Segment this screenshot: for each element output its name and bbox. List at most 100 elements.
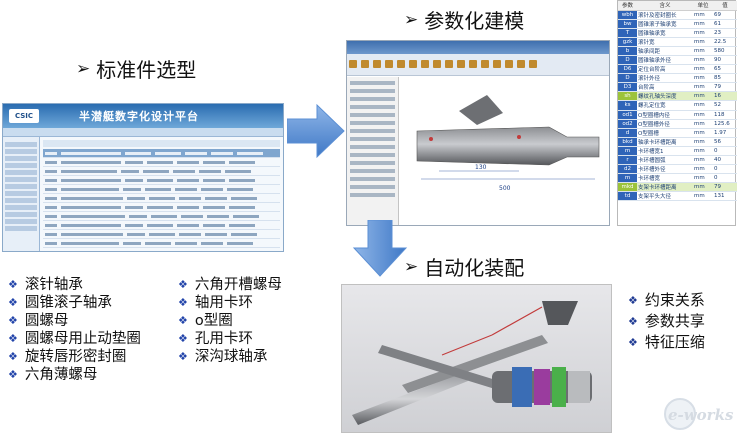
- parameter-unit: mm: [693, 37, 713, 47]
- parameter-value: 79: [713, 182, 737, 193]
- heading-parametric-modeling: ➢ 参数化建模: [404, 5, 524, 34]
- parameter-meaning: 定位台阶高: [637, 64, 693, 75]
- parameter-value: 580: [713, 46, 737, 56]
- parameter-value: 131: [713, 191, 737, 202]
- list-item: ❖圆螺母: [8, 313, 69, 329]
- list-item: ❖特征压缩: [628, 333, 705, 351]
- parameter-unit: mm: [693, 173, 713, 184]
- parameter-meaning: O型圈槽内径: [637, 110, 693, 120]
- parameter-meaning: 卡环槽外径: [637, 164, 693, 175]
- parameter-unit: mm: [693, 182, 713, 193]
- parameter-value: 85: [713, 73, 737, 84]
- diamond-bullet-icon: ❖: [8, 278, 18, 291]
- parameter-unit: mm: [693, 110, 713, 120]
- parameter-unit: mm: [693, 100, 713, 111]
- portal-table: [40, 137, 283, 251]
- parameter-value: 90: [713, 55, 737, 66]
- parameter-meaning: 卡环槽宽1: [637, 146, 693, 157]
- parameter-symbol: m: [618, 173, 637, 184]
- list-item: ❖o型圈: [178, 313, 233, 329]
- parameter-meaning: 台阶高: [637, 82, 693, 93]
- diamond-bullet-icon: ❖: [8, 350, 18, 363]
- parameter-unit: mm: [693, 73, 713, 84]
- parameter-meaning: O型圈槽: [637, 128, 693, 138]
- parameter-value: 52: [713, 100, 737, 111]
- assembly-model: [352, 301, 592, 425]
- parameter-symbol: D: [618, 73, 637, 84]
- diamond-bullet-icon: ❖: [178, 332, 188, 345]
- standard-parts-list-left: ❖滚针轴承 ❖圆锥滚子轴承 ❖圆螺母 ❖圆螺母用止动垫圈 ❖旋转唇形密封圈 ❖六…: [8, 276, 141, 384]
- parameter-symbol: bw: [618, 19, 637, 29]
- portal-logo: CSIC: [9, 109, 39, 123]
- parameter-symbol: sh: [618, 91, 637, 102]
- portal-sidebar: [3, 137, 40, 251]
- parameter-value: 23: [713, 28, 737, 38]
- parameter-unit: mm: [693, 10, 713, 20]
- parameter-value: 0: [713, 173, 737, 184]
- list-item: ❖圆锥滚子轴承: [8, 295, 112, 311]
- param-header-symbol: 参数: [618, 1, 637, 11]
- parameter-unit: mm: [693, 137, 713, 147]
- parameter-symbol: td: [618, 191, 637, 202]
- parameter-symbol: d: [618, 128, 637, 138]
- list-item: ❖圆螺母用止动垫圈: [8, 331, 141, 347]
- diamond-bullet-icon: ❖: [628, 294, 638, 307]
- parameter-symbol: T: [618, 28, 637, 38]
- param-header-meaning: 含义: [637, 1, 693, 11]
- diamond-bullet-icon: ❖: [178, 278, 188, 291]
- parameter-symbol: d2: [618, 164, 637, 175]
- parameter-value: 69: [713, 10, 737, 20]
- parameter-unit: mm: [693, 164, 713, 175]
- param-header-unit: 单位: [693, 1, 713, 11]
- cad-dim-a: 130: [475, 164, 487, 171]
- list-item: ❖轴用卡环: [178, 295, 253, 311]
- list-item: ❖滚针轴承: [8, 277, 83, 293]
- parameter-unit: mm: [693, 91, 713, 102]
- parameter-unit: mm: [693, 19, 713, 29]
- list-item: ❖旋转唇形密封圈: [8, 349, 127, 365]
- parameter-symbol: mkd: [618, 182, 637, 193]
- parameter-meaning: 滚针及密封圈长: [637, 10, 693, 20]
- diamond-bullet-icon: ❖: [8, 332, 18, 345]
- list-item: ❖深沟球轴承: [178, 349, 268, 365]
- parameter-unit: mm: [693, 146, 713, 157]
- parameter-value: 40: [713, 155, 737, 166]
- parameter-meaning: 轴承卡环槽距离: [637, 137, 693, 147]
- parameter-meaning: 滚针外径: [637, 73, 693, 84]
- diamond-bullet-icon: ❖: [178, 296, 188, 309]
- list-item: ❖约束关系: [628, 291, 705, 309]
- cad-feature-tree: [347, 77, 399, 225]
- parameter-meaning: 圆锥滚子轴承宽: [637, 19, 693, 29]
- portal-nav-bar: [3, 128, 283, 137]
- parameter-value: 65: [713, 64, 737, 75]
- diamond-bullet-icon: ❖: [628, 315, 638, 328]
- parameter-symbol: D6: [618, 64, 637, 75]
- list-item: ❖六角开槽螺母: [178, 277, 282, 293]
- portal-header: CSIC 半潜艇数字化设计平台: [3, 104, 283, 128]
- parameter-symbol: ks: [618, 100, 637, 111]
- parameter-symbol: r: [618, 155, 637, 166]
- parameter-symbol: b: [618, 46, 637, 56]
- cad-toolbar: [347, 54, 609, 76]
- parameter-meaning: 支架平头大径: [637, 191, 693, 202]
- parameter-value: 118: [713, 110, 737, 120]
- heading-auto-assembly: ➢ 自动化装配: [404, 252, 524, 281]
- portal-title: 半潜艇数字化设计平台: [79, 110, 199, 123]
- heading-auto-assembly-label: 自动化装配: [424, 256, 525, 280]
- cad-shaft-model: 130 500: [416, 95, 600, 192]
- parameter-symbol: od2: [618, 119, 637, 129]
